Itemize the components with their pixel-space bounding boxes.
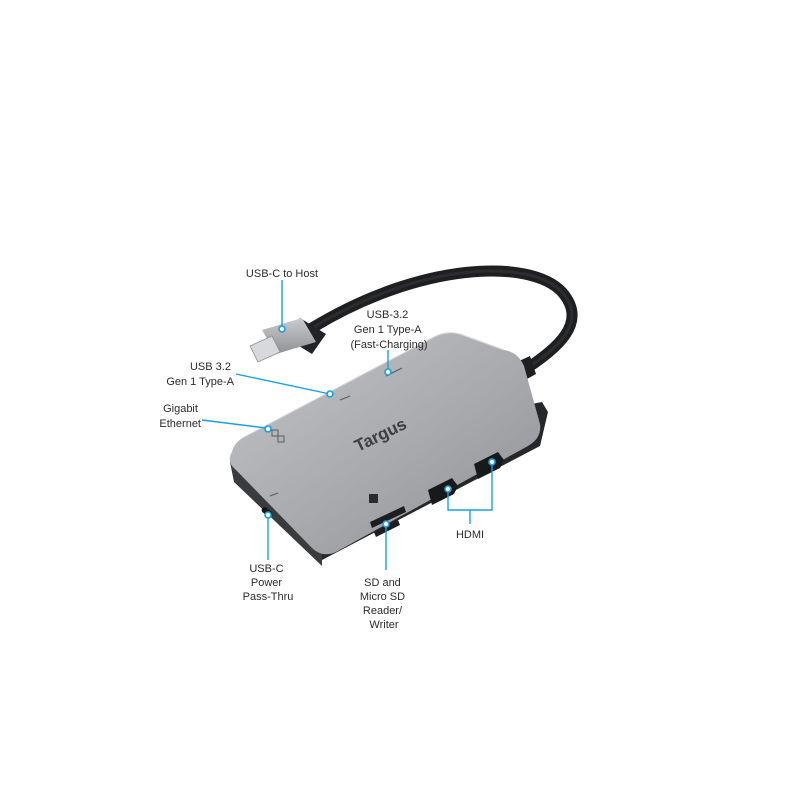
label-usb-c-power: USB-C Power Pass-Thru xyxy=(243,563,294,603)
label-sd-reader: SD and Micro SD Reader/ Writer xyxy=(360,577,408,631)
sd-card-slot xyxy=(369,494,406,537)
callout-leaders xyxy=(201,280,493,570)
usb-a-port xyxy=(339,395,351,401)
label-usb-a: USB 3.2 Gen 1 Type-A xyxy=(166,361,234,388)
label-usb-c-host: USB-C to Host xyxy=(246,268,318,280)
usb-c-cable xyxy=(249,265,578,384)
hdmi-port-1 xyxy=(428,478,458,505)
callout-dots xyxy=(264,325,496,528)
label-usb-a-fast-charging: USB-3.2 Gen 1 Type-A (Fast-Charging) xyxy=(350,309,427,351)
label-ethernet: Gigabit Ethernet xyxy=(159,403,201,430)
label-hdmi: HDMI xyxy=(456,529,484,541)
ethernet-icon xyxy=(271,429,285,443)
dock-body xyxy=(229,332,548,566)
hdmi-port-2 xyxy=(474,452,504,479)
